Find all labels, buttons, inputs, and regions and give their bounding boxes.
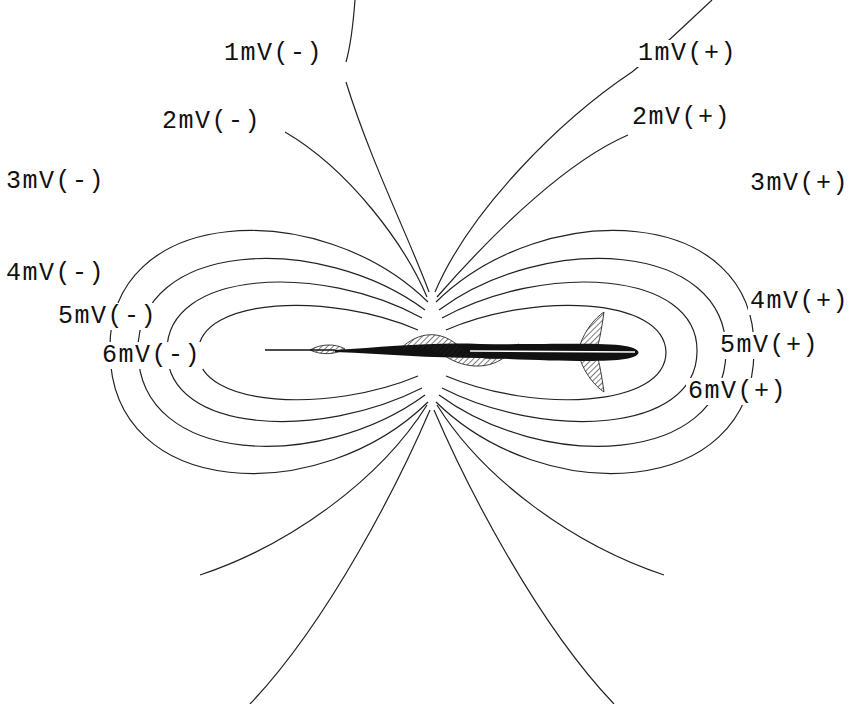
isopotential-line (285, 132, 427, 297)
potential-label: 1mV(-) (222, 40, 325, 67)
isopotential-line (435, 72, 632, 292)
isopotential-line (434, 410, 614, 704)
potential-label: 4mV(-) (4, 260, 107, 287)
potential-label: 3mV(+) (748, 170, 851, 197)
potential-label: 2mV(-) (160, 108, 263, 135)
isopotential-line (346, 0, 355, 62)
potential-label: 5mV(-) (56, 303, 159, 330)
potential-label: 5mV(+) (718, 332, 821, 359)
potential-label: 6mV(+) (686, 378, 789, 405)
potential-label: 1mV(+) (636, 40, 739, 67)
potential-label: 2mV(+) (630, 104, 733, 131)
lateral-stripe (470, 351, 635, 352)
isopotential-lines (110, 0, 754, 704)
pectoral-fin (580, 312, 604, 345)
isopotential-line (250, 410, 430, 704)
isopotential-line (437, 405, 664, 575)
ventral-fin (400, 335, 505, 366)
potential-label: 6mV(-) (100, 342, 203, 369)
potential-label: 4mV(+) (748, 288, 851, 315)
potential-label: 3mV(-) (4, 168, 107, 195)
isopotential-line (437, 135, 628, 297)
isopotential-line (200, 405, 427, 575)
tail-fin (310, 345, 345, 354)
pectoral-fin (580, 359, 604, 392)
isopotential-line (346, 82, 429, 292)
fish-figure (265, 312, 639, 392)
